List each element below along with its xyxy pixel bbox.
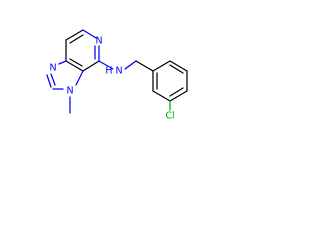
chemical-structure-canvas: N N N N H Cl [0,0,219,130]
bond-n3-c3a [75,70,84,86]
bond-c3a-c7a [65,60,84,72]
bond-ph-c6-c1 [152,60,171,72]
bond-ph-c2-c3 [152,90,171,102]
bond-c6-n5 [82,29,97,39]
bond-nh-ch2 [124,60,137,70]
bond-c7-c6 [65,29,84,41]
bond-ph-c3-c4-double [169,87,184,97]
atom-cl: Cl [165,111,174,122]
atom-labels: N N N N H Cl [49,36,174,122]
bond-ph-c3-c4 [169,90,188,102]
bond-c4-c3a [82,60,100,72]
atom-h-amine: H [105,66,112,77]
atom-n-amine: N [115,66,122,77]
atom-n-imidazole-methyl: N [66,86,73,97]
bond-c4-nh [98,60,114,70]
bond-c7-c6-double [69,34,84,44]
bond-ph-c5-c6 [169,60,188,72]
bond-n1-c2-double [50,73,56,86]
atom-n-imidazole-top: N [49,63,56,74]
bond-n1-c2 [46,74,52,88]
bond-ch2-c1 [135,60,154,72]
bond-ph-c5-c6-double [169,64,184,74]
atom-n-pyridine: N [95,36,102,47]
bond-c7a-n1 [58,60,67,65]
bonds [46,29,188,114]
bond-c3a-c7a-double [69,58,83,67]
molecule-diagram: N N N N H Cl [46,29,188,122]
